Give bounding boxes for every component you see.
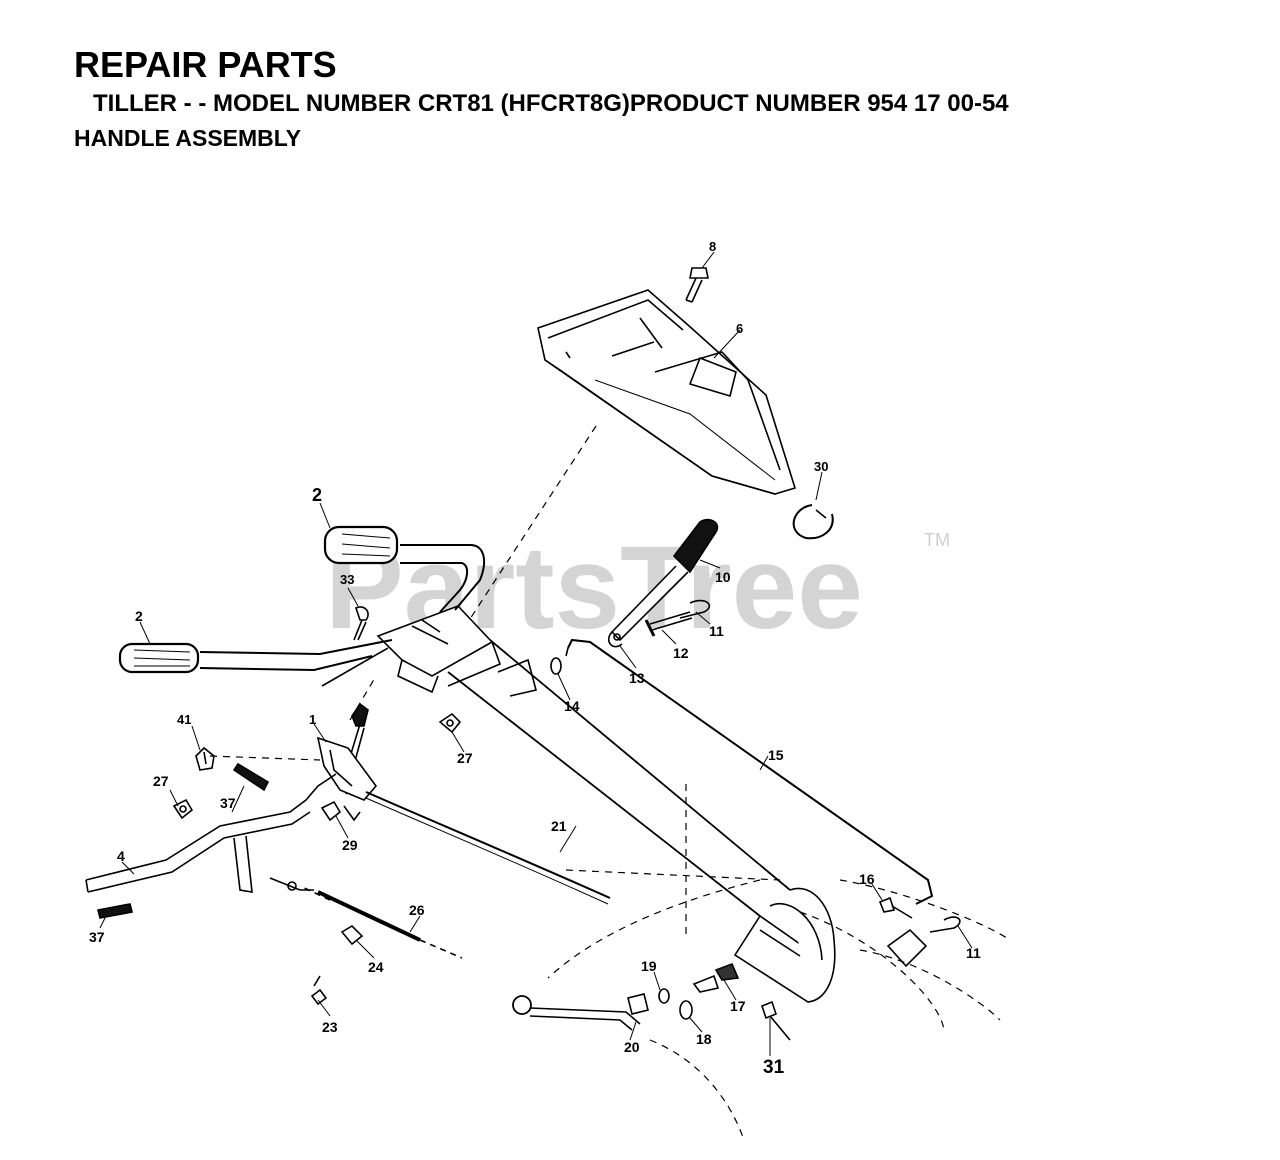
part-upper-handlebar — [323, 525, 486, 613]
part-handle-bracket — [376, 605, 537, 697]
callout-37-upper: 37 — [220, 795, 236, 811]
callout-29: 29 — [342, 837, 358, 853]
part-control-bail — [85, 773, 337, 893]
callout-30: 30 — [814, 459, 828, 474]
callout-16: 16 — [859, 871, 875, 887]
callout-1: 1 — [309, 712, 316, 727]
part-washer-18 — [679, 1000, 693, 1020]
part-wing-knob-17 — [692, 962, 740, 993]
callout-27-left: 27 — [153, 773, 169, 789]
part-bolt-31 — [761, 1000, 791, 1041]
callout-2-lower: 2 — [135, 608, 143, 624]
part-ring-30 — [792, 504, 834, 540]
part-cable-clamp-24 — [340, 924, 364, 946]
callout-19: 19 — [641, 958, 657, 974]
callout-23: 23 — [322, 1019, 338, 1035]
part-hairpin-clip-upper — [679, 599, 710, 619]
callout-4: 4 — [117, 848, 125, 864]
callout-2-upper: 2 — [312, 485, 322, 505]
callout-13: 13 — [629, 670, 645, 686]
part-shift-rod — [565, 638, 934, 905]
callout-21: 21 — [551, 818, 567, 834]
part-throttle-cable — [365, 791, 611, 905]
part-shift-lever — [607, 518, 719, 648]
callout-11-upper: 11 — [709, 623, 724, 639]
part-control-lever — [316, 702, 378, 822]
callout-11-lower: 11 — [966, 945, 981, 961]
part-hairpin-clip-lower — [886, 916, 961, 968]
part-nut-29 — [320, 800, 342, 822]
watermark-trademark: TM — [924, 530, 950, 550]
callout-31: 31 — [763, 1057, 785, 1078]
part-roll-pin-37-lower — [97, 903, 133, 919]
part-lower-handlebar — [118, 639, 393, 687]
part-bolt-33 — [353, 606, 369, 641]
part-handle-tube — [447, 639, 836, 1004]
part-clip-41 — [195, 746, 215, 771]
callout-15: 15 — [768, 747, 784, 763]
part-shoulder-bolt-12 — [644, 611, 693, 637]
leader-lines — [99, 251, 973, 1056]
part-handle-panel — [537, 289, 797, 495]
section-heading: HANDLE ASSEMBLY — [74, 125, 302, 151]
callout-27-center: 27 — [457, 750, 473, 766]
callout-6: 6 — [736, 321, 743, 336]
callout-33: 33 — [340, 572, 354, 587]
callout-41: 41 — [177, 712, 191, 727]
part-roll-pin-37-upper — [232, 762, 270, 792]
part-nut-27-left — [172, 798, 194, 820]
callout-8: 8 — [709, 239, 716, 254]
assembly-lines — [209, 425, 1011, 1141]
callout-12: 12 — [673, 645, 689, 661]
callout-26: 26 — [409, 902, 425, 918]
callout-10: 10 — [715, 569, 731, 585]
callout-37-lower: 37 — [89, 929, 105, 945]
page-subtitle: TILLER - - MODEL NUMBER CRT81 (HFCRT8G)P… — [93, 90, 1009, 117]
callout-20: 20 — [624, 1039, 640, 1055]
callout-18: 18 — [696, 1031, 712, 1047]
part-washer-14 — [550, 657, 562, 675]
part-bolt-16 — [878, 896, 913, 919]
callouts: 8 6 30 2 10 33 2 11 12 13 14 15 1 41 27 … — [89, 239, 981, 1078]
page-title: REPAIR PARTS — [74, 44, 337, 85]
callout-17: 17 — [730, 998, 746, 1014]
part-washer-19 — [658, 988, 670, 1004]
part-cable-26 — [269, 877, 463, 959]
part-bolt-23 — [310, 975, 328, 1006]
part-nut-27-center — [438, 712, 462, 734]
callout-24: 24 — [368, 959, 384, 975]
part-gearshift-lever-20 — [512, 993, 649, 1031]
callout-14: 14 — [564, 698, 580, 714]
part-screw-8 — [685, 267, 709, 303]
